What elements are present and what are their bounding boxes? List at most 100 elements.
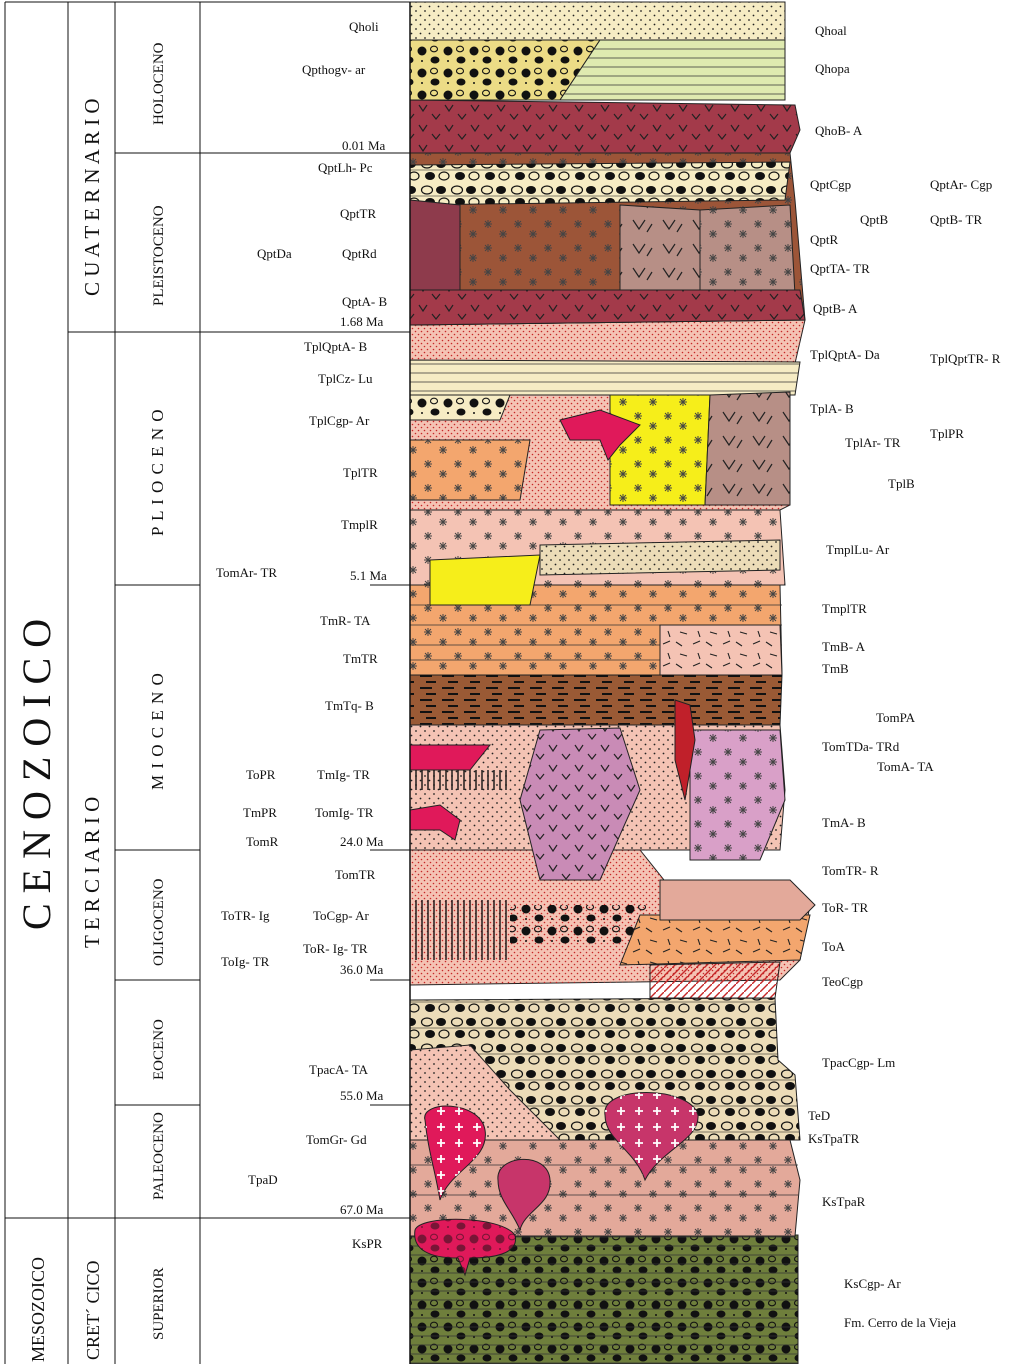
era-mesozoic: MESOZOICO bbox=[28, 1257, 48, 1362]
pattern-stars-4 bbox=[410, 440, 530, 500]
pattern-dashes-2 bbox=[660, 625, 782, 675]
unit-label: TplCz- Lu bbox=[318, 371, 373, 386]
unit-label: ToIg- TR bbox=[221, 954, 270, 969]
age-label: 1.68 Ma bbox=[340, 314, 384, 329]
pattern-stars-8 bbox=[700, 205, 795, 295]
unit-label: QptRd bbox=[342, 246, 377, 261]
unit-label: ToR- TR bbox=[822, 900, 868, 915]
epoch-oligocene: OLIGOCENO bbox=[151, 878, 167, 966]
unit-label: TmplTR bbox=[822, 601, 867, 616]
age-label: 5.1 Ma bbox=[350, 568, 387, 583]
unit-label: QptB bbox=[860, 212, 889, 227]
unit-label: TmIg- TR bbox=[317, 767, 370, 782]
epoch-paleocene: PALEOCENO bbox=[151, 1112, 167, 1200]
era-labels: C E N O Z O I C O MESOZOICO bbox=[14, 619, 59, 1362]
unit-label: ToR- Ig- TR bbox=[303, 941, 368, 956]
unit-label: ToTR- Ig bbox=[221, 908, 270, 923]
epoch-pleistocene: PLEISTOCENO bbox=[151, 205, 167, 306]
unit-label: TplAr- TR bbox=[845, 435, 901, 450]
unit-label: QptB- TR bbox=[930, 212, 982, 227]
unit-tor-tr bbox=[660, 880, 815, 920]
unit-label: TomTR bbox=[335, 867, 376, 882]
unit-label: TplTR bbox=[343, 465, 378, 480]
unit-label: TplCgp- Ar bbox=[309, 413, 370, 428]
unit-label: TomPA bbox=[876, 710, 916, 725]
pattern-conglomerate-2 bbox=[410, 162, 790, 205]
pattern-ticks-3 bbox=[410, 290, 805, 325]
unit-label: KsPR bbox=[352, 1236, 383, 1251]
lithologic-column bbox=[410, 2, 815, 1364]
epoch-holocene: HOLOCENO bbox=[151, 42, 167, 125]
unit-label: QptTA- TR bbox=[810, 261, 870, 276]
unit-label: KsTpaR bbox=[822, 1194, 866, 1209]
unit-label: Qholi bbox=[349, 19, 379, 34]
unit-label: TeoCgp bbox=[822, 974, 863, 989]
unit-qptda bbox=[410, 200, 460, 300]
unit-label: TomTDa- TRd bbox=[822, 739, 900, 754]
pattern-dots-4 bbox=[410, 2, 785, 40]
pattern-basalt bbox=[410, 675, 782, 725]
unit-label: TplB bbox=[888, 476, 915, 491]
pattern-breccia bbox=[410, 900, 510, 960]
unit-label: Qhopa bbox=[815, 61, 850, 76]
epoch-eocene: EOCENO bbox=[151, 1019, 167, 1080]
epoch-labels: HOLOCENO PLEISTOCENO P L I O C E N O M I… bbox=[148, 42, 167, 1340]
unit-label: QptCgp bbox=[810, 177, 851, 192]
pattern-vee bbox=[705, 392, 790, 505]
unit-label: TmB- A bbox=[822, 639, 866, 654]
pattern-tuff-dashes bbox=[620, 915, 810, 965]
unit-label: QptTR bbox=[340, 206, 376, 221]
epoch-superior: SUPERIOR bbox=[151, 1267, 167, 1340]
unit-label: ToA bbox=[822, 939, 846, 954]
unit-label: TomGr- Gd bbox=[306, 1132, 367, 1147]
unit-label: QptR bbox=[810, 232, 839, 247]
unit-label: Fm. Cerro de la Vieja bbox=[844, 1315, 956, 1330]
age-label: 36.0 Ma bbox=[340, 962, 384, 977]
unit-label: TplPR bbox=[930, 426, 964, 441]
epoch-pliocene: P L I O C E N O bbox=[148, 408, 167, 536]
period-quaternary: C U A T E R N A R I O bbox=[80, 98, 104, 296]
era-cenozoic: C E N O Z O I C O bbox=[14, 619, 59, 930]
period-tertiary: T E R C I A R I O bbox=[80, 797, 104, 948]
period-labels: C U A T E R N A R I O T E R C I A R I O … bbox=[80, 98, 104, 1360]
unit-label: TplQptA- Da bbox=[810, 347, 880, 362]
age-label: 0.01 Ma bbox=[342, 138, 386, 153]
pattern-bedding-2 bbox=[410, 360, 800, 395]
unit-label: TpaD bbox=[248, 1172, 278, 1187]
age-label: 67.0 Ma bbox=[340, 1202, 384, 1217]
unit-label: TmPR bbox=[243, 805, 277, 820]
unit-label: TomTR- R bbox=[822, 863, 879, 878]
pattern-dots-3 bbox=[540, 540, 780, 575]
unit-label: Qpthogv- ar bbox=[302, 62, 366, 77]
unit-label: QptLh- Pc bbox=[318, 160, 373, 175]
unit-label: KsTpaTR bbox=[808, 1131, 860, 1146]
unit-label: QhoB- A bbox=[815, 123, 863, 138]
unit-label: TeD bbox=[808, 1108, 830, 1123]
period-cretaceous: CRET´ CICO bbox=[83, 1260, 103, 1360]
pattern-vee-2 bbox=[620, 205, 700, 295]
unit-label: QptA- B bbox=[342, 294, 387, 309]
pattern-ticks-4 bbox=[410, 100, 800, 153]
unit-label: KsCgp- Ar bbox=[844, 1276, 901, 1291]
pattern-pebbles-3 bbox=[410, 395, 510, 420]
pattern-pebbles-2 bbox=[510, 905, 650, 945]
unit-label: QptDa bbox=[257, 246, 292, 261]
unit-label: TmA- B bbox=[822, 815, 866, 830]
unit-tomar-tr bbox=[430, 555, 540, 605]
unit-label: TmTR bbox=[343, 651, 378, 666]
unit-label: TplQptA- B bbox=[304, 339, 368, 354]
unit-label: QptB- A bbox=[813, 301, 858, 316]
unit-label: QptAr- Cgp bbox=[930, 177, 992, 192]
unit-label: TomAr- TR bbox=[216, 565, 277, 580]
unit-teocgp bbox=[650, 962, 780, 998]
unit-label: Qhoal bbox=[815, 23, 847, 38]
unit-label: TmR- TA bbox=[320, 613, 371, 628]
unit-label: TmplR bbox=[341, 517, 378, 532]
unit-label: TplA- B bbox=[810, 401, 854, 416]
unit-label: TomA- TA bbox=[877, 759, 934, 774]
unit-label: TpacA- TA bbox=[309, 1062, 369, 1077]
unit-label: TmB bbox=[822, 661, 849, 676]
left-unit-labels: Qholi Qpthogv- ar QptLh- Pc QptTR QptDa … bbox=[216, 19, 387, 1251]
